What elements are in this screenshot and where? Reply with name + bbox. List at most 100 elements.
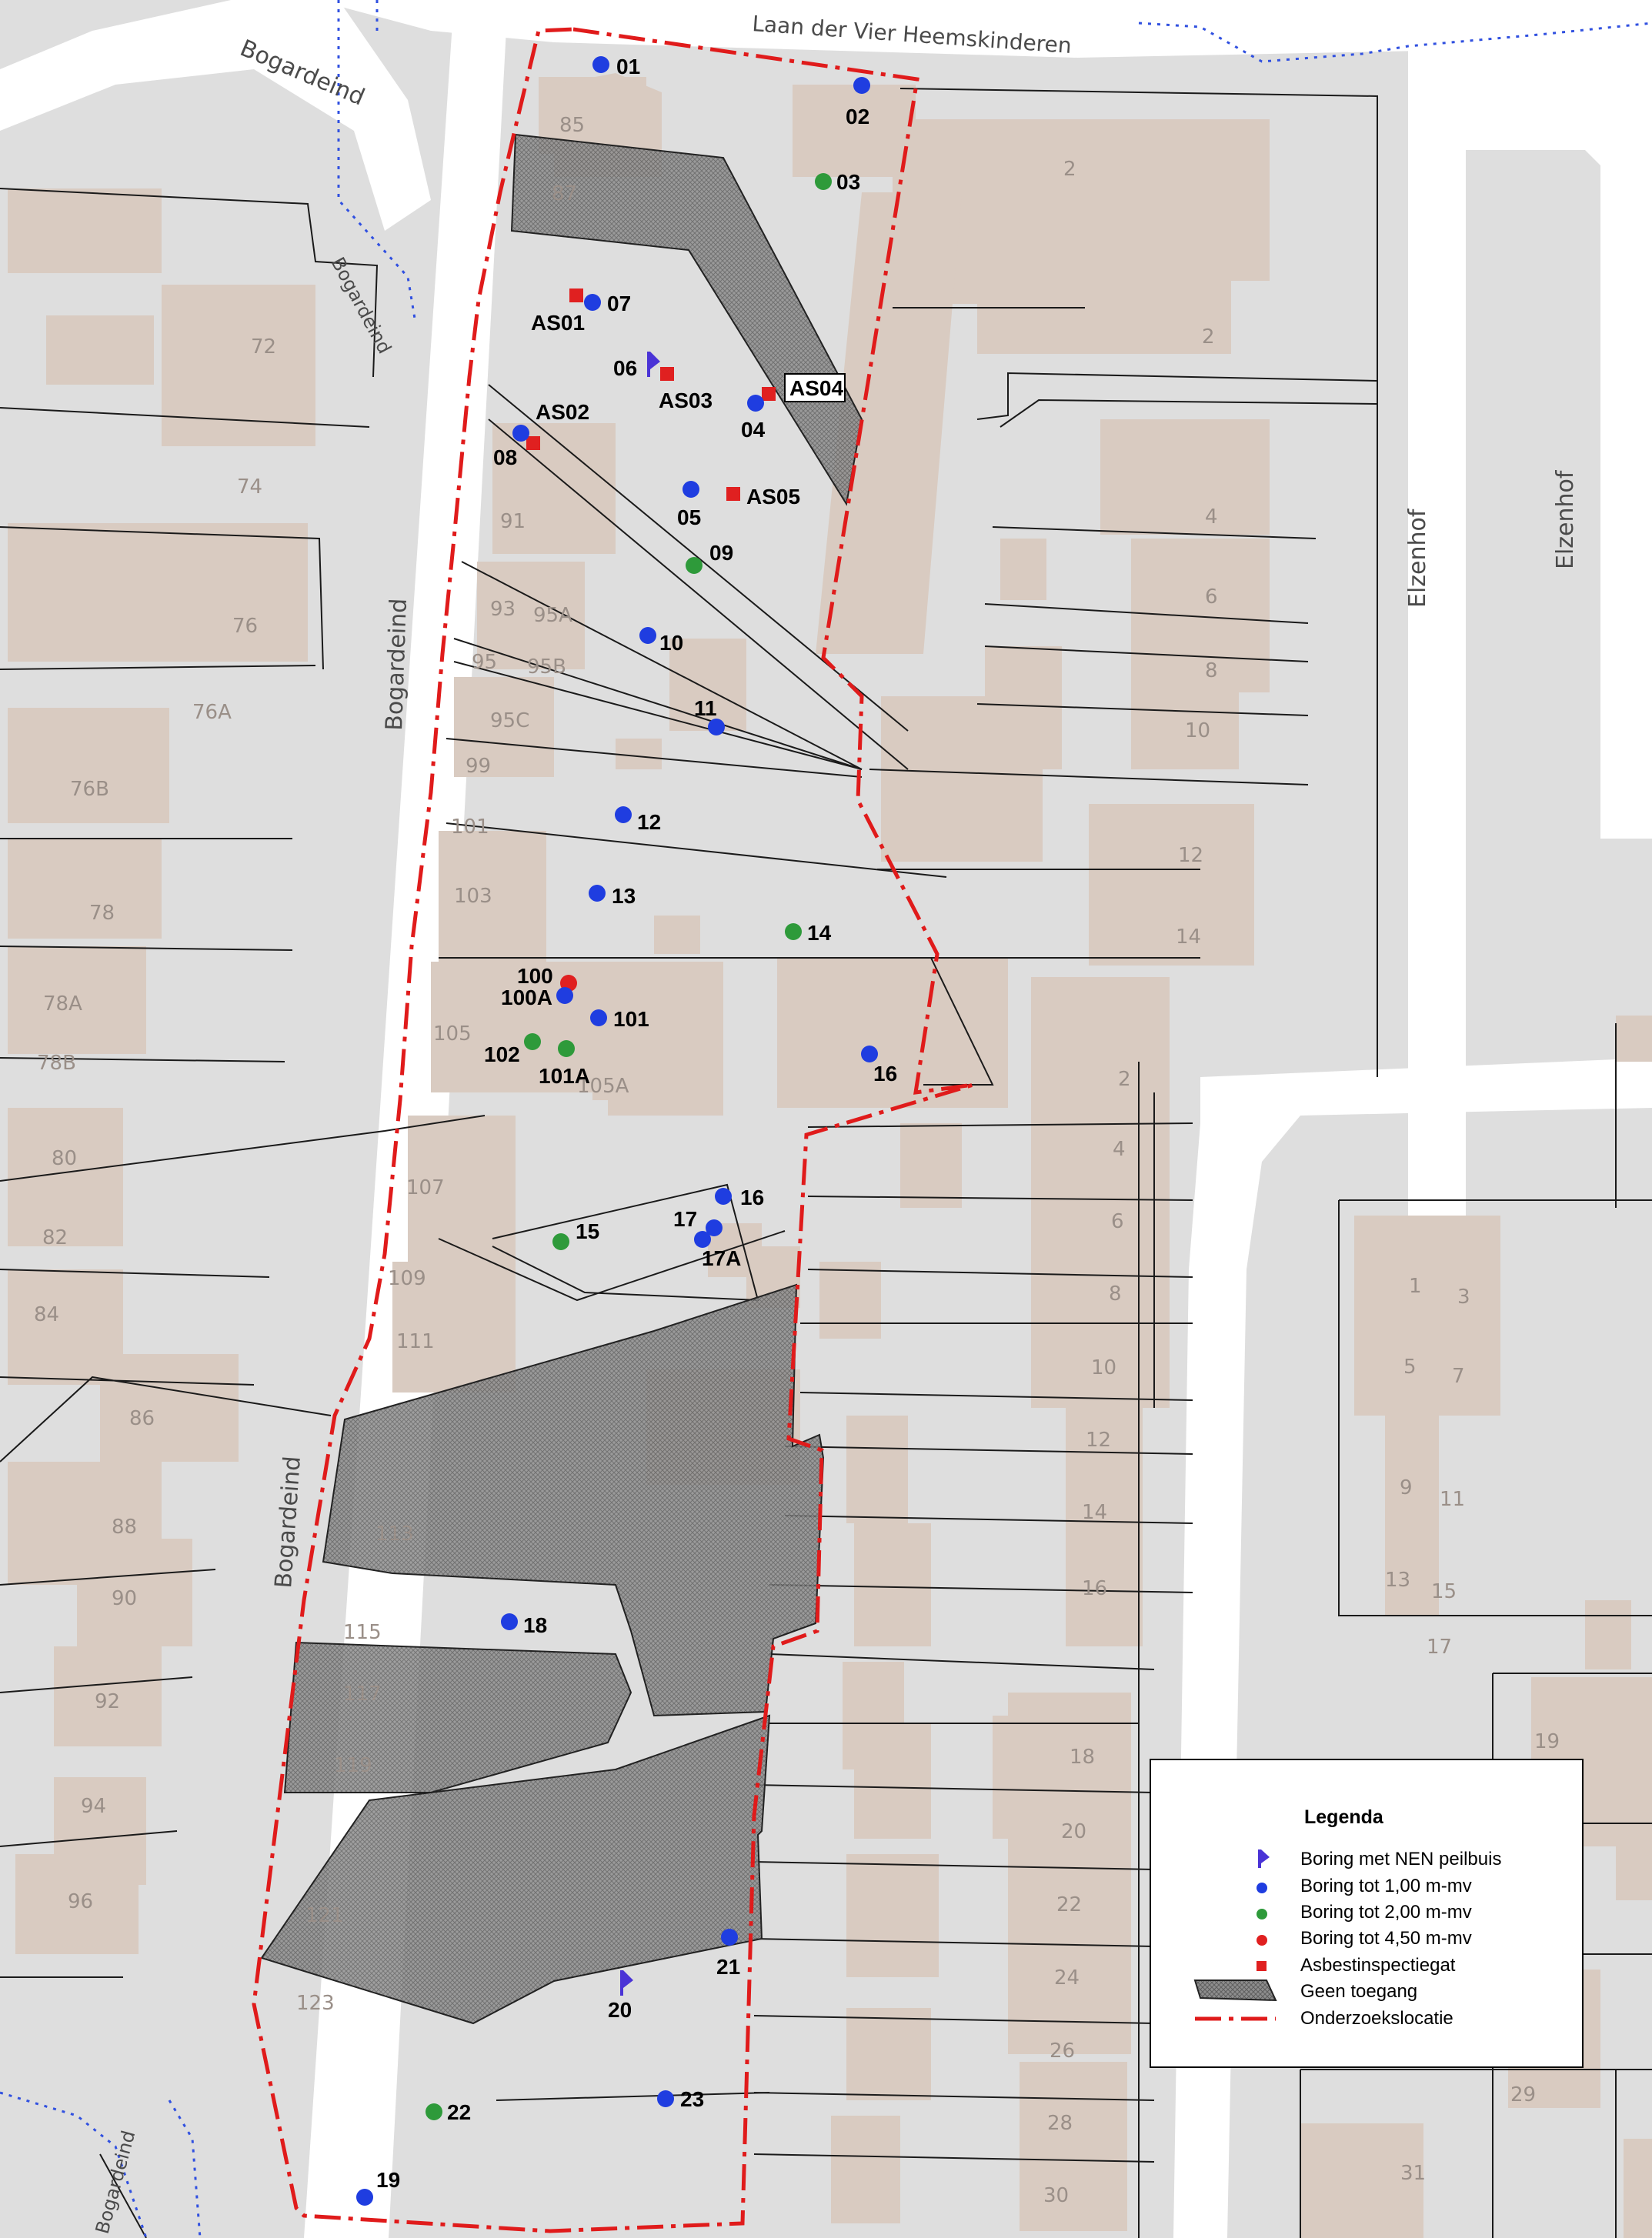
asbestos-markers — [526, 289, 776, 501]
house-number: 6 — [1111, 1210, 1124, 1233]
house-number: 103 — [454, 885, 492, 908]
as03-marker[interactable] — [660, 367, 674, 381]
parcel-lines — [0, 88, 1652, 2238]
house-number: 86 — [129, 1407, 155, 1430]
point-07[interactable] — [584, 294, 601, 311]
house-number: 107 — [406, 1176, 445, 1199]
point-label: 15 — [576, 1219, 599, 1243]
asbestos-labels: AS01 AS03 AS04 AS02 AS05 — [531, 311, 843, 509]
green-dot-icon — [1257, 1909, 1267, 1919]
house-number: 10 — [1185, 719, 1210, 742]
house-number: 18 — [1070, 1746, 1095, 1769]
point-17a[interactable] — [694, 1231, 711, 1248]
point-16-south[interactable] — [715, 1188, 732, 1205]
point-100a[interactable] — [556, 987, 573, 1004]
point-11[interactable] — [708, 719, 725, 735]
house-number: 30 — [1043, 2184, 1069, 2207]
point-17[interactable] — [706, 1219, 723, 1236]
point-labels: 01 02 03 07 06 04 08 05 09 10 11 12 13 1… — [376, 55, 897, 2192]
house-number: 105A — [577, 1075, 629, 1098]
house-number: 7 — [1452, 1365, 1465, 1388]
red-square-icon — [1257, 1961, 1267, 1971]
house-number: 87 — [552, 182, 577, 205]
point-10[interactable] — [639, 627, 656, 644]
point-22[interactable] — [426, 2103, 442, 2120]
point-13[interactable] — [589, 885, 606, 902]
legend: Legenda Boring met NEN peilbuis Boring t… — [1150, 1759, 1584, 2068]
point-label: 07 — [607, 292, 631, 315]
point-02[interactable] — [853, 77, 870, 94]
house-number: 85 — [559, 114, 585, 137]
point-14[interactable] — [785, 923, 802, 940]
house-number: 2 — [1063, 158, 1076, 181]
house-number: 14 — [1176, 926, 1201, 949]
point-16-north[interactable] — [861, 1046, 878, 1062]
point-label: 19 — [376, 2168, 400, 2192]
house-number: 94 — [81, 1795, 106, 1818]
point-label: 18 — [523, 1613, 547, 1637]
point-03[interactable] — [815, 173, 832, 190]
house-number: 20 — [1061, 1820, 1086, 1843]
house-number: 76B — [70, 778, 109, 801]
point-23[interactable] — [657, 2090, 674, 2107]
house-number: 101 — [451, 815, 489, 839]
point-label: 100A — [501, 986, 552, 1009]
point-18[interactable] — [501, 1613, 518, 1630]
point-label: 11 — [694, 696, 717, 720]
point-label: 01 — [616, 55, 640, 78]
house-number: 16 — [1082, 1577, 1107, 1600]
point-102[interactable] — [524, 1033, 541, 1050]
legend-item: Boring tot 1,00 m-mv — [1300, 1876, 1472, 1896]
house-number: 13 — [1385, 1569, 1410, 1592]
house-number: 17 — [1427, 1636, 1452, 1659]
house-number: 80 — [52, 1147, 77, 1170]
point-01[interactable] — [592, 56, 609, 73]
house-number: 10 — [1091, 1356, 1116, 1379]
point-label: 10 — [659, 631, 683, 655]
point-label: 09 — [709, 541, 733, 565]
point-19[interactable] — [356, 2189, 373, 2206]
house-number: 119 — [334, 1754, 372, 1777]
point-05[interactable] — [682, 481, 699, 498]
point-21[interactable] — [721, 1929, 738, 1946]
road-elzenhof-2 — [1600, 154, 1652, 839]
house-number: 95 — [472, 651, 497, 674]
point-20-peilbuis-icon[interactable] — [620, 1970, 633, 1996]
house-number: 5 — [1403, 1356, 1417, 1379]
house-number: 12 — [1086, 1429, 1111, 1452]
house-number: 29 — [1510, 2083, 1536, 2106]
point-12[interactable] — [615, 806, 632, 823]
asbestos-label: AS02 — [536, 400, 589, 424]
point-101[interactable] — [590, 1009, 607, 1026]
as01-marker[interactable] — [569, 289, 583, 302]
street-label-elzenhof-1: Elzenhof — [1404, 508, 1431, 608]
point-101a[interactable] — [558, 1040, 575, 1057]
asbestos-label: AS04 — [789, 376, 843, 400]
as04-marker[interactable] — [762, 387, 776, 401]
house-number: 76A — [192, 701, 232, 724]
house-number: 121 — [305, 1904, 344, 1927]
point-09[interactable] — [686, 557, 703, 574]
house-number: 2 — [1118, 1068, 1131, 1091]
point-06-peilbuis-icon[interactable] — [647, 352, 660, 377]
point-08[interactable] — [512, 425, 529, 442]
point-15[interactable] — [552, 1233, 569, 1250]
as05-marker[interactable] — [726, 487, 740, 501]
research-boundary — [252, 27, 974, 2233]
house-number: 1 — [1409, 1275, 1422, 1298]
house-number: 78 — [89, 902, 115, 925]
house-number: 12 — [1178, 844, 1203, 867]
house-number: 123 — [296, 1992, 335, 2015]
house-number: 95A — [533, 604, 572, 627]
point-label: 14 — [807, 921, 832, 945]
house-number: 78B — [37, 1052, 76, 1075]
house-number: 93 — [490, 598, 516, 621]
house-number: 8 — [1205, 659, 1218, 682]
asbestos-label: AS01 — [531, 311, 585, 335]
asbestos-label: AS05 — [746, 485, 800, 509]
house-number: 84 — [34, 1303, 59, 1326]
as02-marker[interactable] — [526, 436, 540, 450]
point-04[interactable] — [747, 395, 764, 412]
